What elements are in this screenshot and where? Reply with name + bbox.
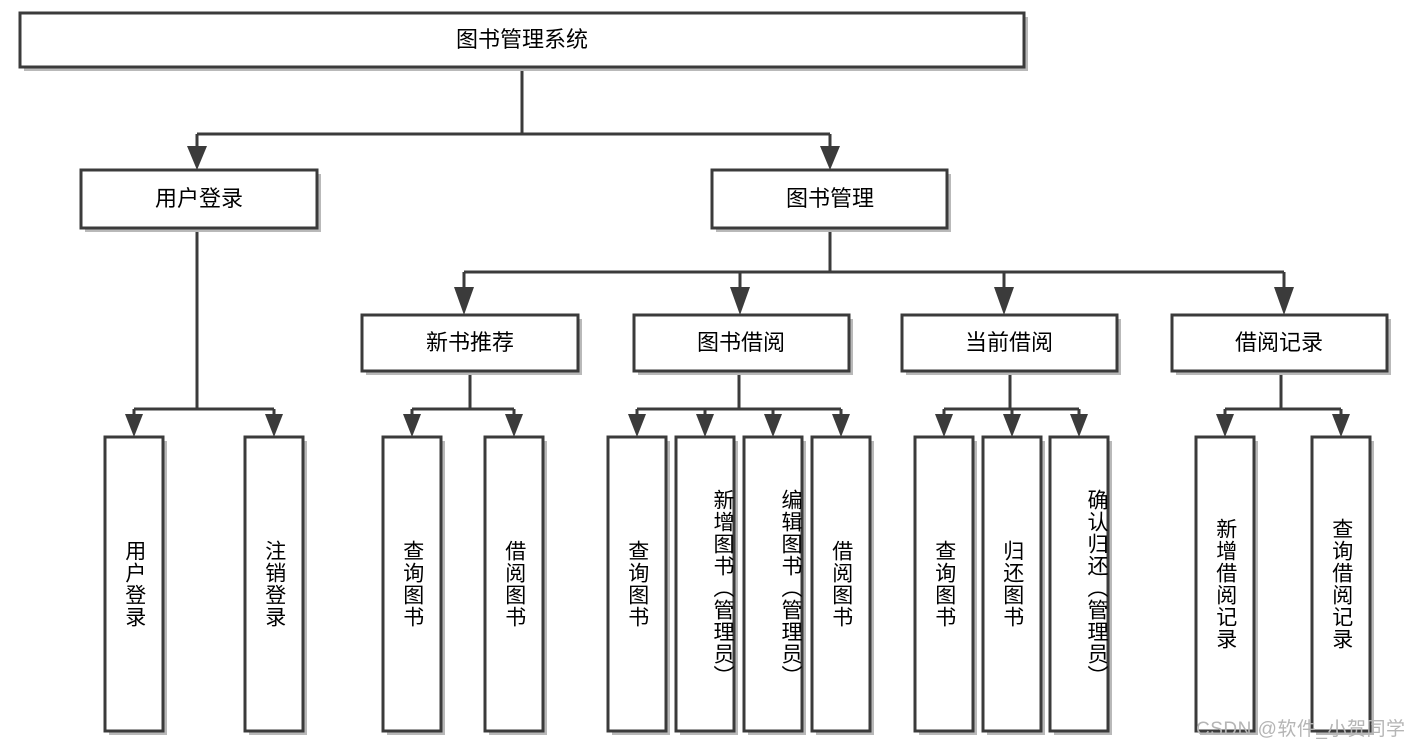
node-rect: [981, 435, 1043, 733]
arrowhead-leaf-user-login: [125, 414, 143, 437]
node-book-borrowing[interactable]: 图书借阅: [632, 313, 853, 375]
leaf-node-return-book[interactable]: [981, 435, 1045, 735]
node-rect: [360, 313, 580, 373]
node-rect: [1194, 435, 1256, 733]
node-rect: [632, 313, 851, 373]
node-rect: [381, 435, 443, 733]
leaf-node-logout[interactable]: [243, 435, 307, 735]
leaf-node-add-borrow-record[interactable]: [1194, 435, 1258, 735]
leaf-node-query-borrow-record[interactable]: [1310, 435, 1374, 735]
node-rect: [243, 435, 305, 733]
leaf-node-borrow-book[interactable]: [810, 435, 874, 735]
node-rect: [810, 435, 872, 733]
leaf-node-confirm-return-admin[interactable]: [1048, 435, 1112, 735]
node-rect: [483, 435, 545, 733]
node-label: 图书管理: [786, 186, 874, 211]
node-book-management[interactable]: 图书管理: [710, 168, 951, 232]
arrowhead-book-mgmt: [820, 146, 840, 170]
leaf-node-user-login[interactable]: [103, 435, 167, 735]
leaf-node-query-book-borrow[interactable]: [606, 435, 670, 735]
node-rect: [18, 11, 1026, 69]
arrowhead-borrow-record: [1274, 287, 1294, 315]
node-label: 当前借阅: [965, 330, 1053, 355]
arrowhead-user-login: [187, 146, 207, 170]
node-user-login[interactable]: 用户登录: [79, 168, 321, 232]
node-rect: [1048, 435, 1110, 733]
leaf-node-add-book-admin[interactable]: [674, 435, 738, 735]
node-current-borrowing[interactable]: 当前借阅: [900, 313, 1121, 375]
leaf-node-borrow-book-recommend[interactable]: [483, 435, 547, 735]
arrowhead-current-borrow: [994, 287, 1014, 315]
node-rect: [606, 435, 668, 733]
arrowhead-newbook-leaf-2: [505, 414, 523, 437]
node-rect: [1310, 435, 1372, 733]
node-rect: [742, 435, 804, 733]
connector-layer: [125, 67, 1350, 437]
node-rect: [900, 313, 1119, 373]
leaf-node-query-book-current[interactable]: [913, 435, 977, 735]
arrowhead-bookborrow-leaf-2: [696, 414, 714, 437]
arrowhead-new-book: [454, 287, 474, 315]
node-book-management-system[interactable]: 图书管理系统: [18, 11, 1028, 71]
arrowhead-book-borrow: [730, 287, 750, 315]
node-label: 借阅记录: [1235, 330, 1323, 355]
arrowhead-borrowrecord-leaf-2: [1332, 414, 1350, 437]
node-rect: [1170, 313, 1389, 373]
arrowhead-bookborrow-leaf-3: [764, 414, 782, 437]
node-rect: [913, 435, 975, 733]
node-rect: [674, 435, 736, 733]
arrowhead-newbook-leaf-1: [403, 414, 421, 437]
node-label: 图书借阅: [697, 330, 785, 355]
node-label: 新书推荐: [426, 330, 514, 355]
leaf-node-edit-book-admin[interactable]: [742, 435, 806, 735]
arrowhead-leaf-logout: [265, 414, 283, 437]
csdn-watermark: CSDN @软件_小贺同学: [1196, 719, 1405, 740]
arrowhead-borrowrecord-leaf-1: [1216, 414, 1234, 437]
node-rect: [710, 168, 949, 230]
leaf-node-query-book-recommend[interactable]: [381, 435, 445, 735]
node-rect: [103, 435, 165, 733]
arrowhead-currentborrow-leaf-3: [1070, 414, 1088, 437]
node-label: 用户登录: [155, 186, 243, 211]
arrowhead-bookborrow-leaf-1: [628, 414, 646, 437]
node-rect: [79, 168, 319, 230]
arrowhead-currentborrow-leaf-1: [935, 414, 953, 437]
arrowhead-bookborrow-leaf-4: [832, 414, 850, 437]
node-label: 图书管理系统: [456, 27, 588, 52]
node-borrowing-record[interactable]: 借阅记录: [1170, 313, 1391, 375]
arrowhead-currentborrow-leaf-2: [1003, 414, 1021, 437]
node-new-book-recommendation[interactable]: 新书推荐: [360, 313, 582, 375]
